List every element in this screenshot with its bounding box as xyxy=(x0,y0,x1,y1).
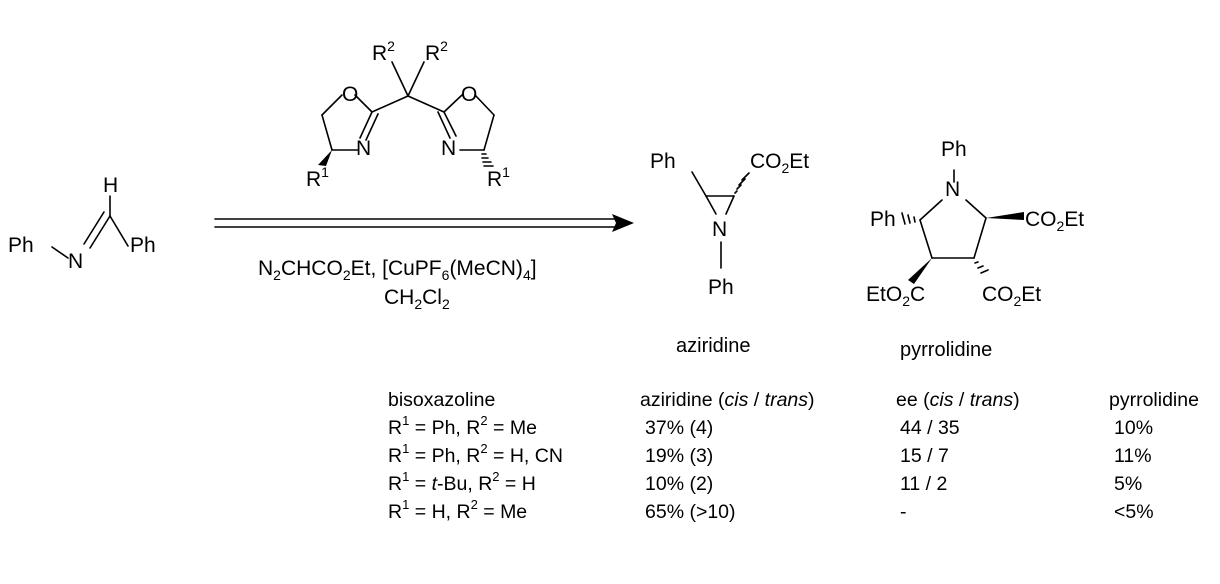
aziridine-hash xyxy=(738,178,746,186)
imine-bond-c-ph xyxy=(109,215,129,247)
pyrrolidine-ph-top: Ph xyxy=(941,138,967,161)
ligand-left-n-c2-b xyxy=(365,113,379,141)
pyrrolidine-ester-left: EtO2C xyxy=(866,283,925,309)
ligand-left-ch2-c4 xyxy=(321,114,333,151)
aziridine-bond-ph-c xyxy=(691,171,707,197)
cell-pyrrolidine: 11% xyxy=(1114,445,1152,467)
cell-ligand: R1 = H, R2 = Me xyxy=(388,496,528,524)
pyrrolidine-bond-c5-c4 xyxy=(973,217,987,259)
imine-ph-right: Ph xyxy=(130,234,156,257)
ligand-right-o-ch2 xyxy=(474,94,495,116)
pyrrolidine-ester-bottom: CO2Et xyxy=(982,283,1041,309)
header-ee: ee (cis / trans) xyxy=(896,389,1020,411)
pyrrolidine-bond-c2-c3 xyxy=(919,219,933,259)
aziridine-n: N xyxy=(712,218,727,241)
cell-ligand: R1 = Ph, R2 = Me xyxy=(388,412,537,440)
ligand-left-n-c2-a xyxy=(359,111,373,139)
cell-ee: 44 / 35 xyxy=(900,417,960,439)
ligand-left-c2-o xyxy=(354,94,373,113)
ligand-left-o-ch2 xyxy=(321,94,343,116)
ligand-right-bridge-c2 xyxy=(407,95,445,113)
reaction-scheme: Ph N H Ph R2 R2 O O N N R1 R1 N2CHCO2Et,… xyxy=(8,38,1084,361)
ligand-bridge-r2-right xyxy=(407,61,425,97)
pyrrolidine-bond-n-c5 xyxy=(965,199,987,219)
ligand-left-wedge xyxy=(318,150,332,166)
ligand-r1-right: R1 xyxy=(487,164,510,191)
imine-bond-c-n-b xyxy=(83,211,105,245)
pyrrolidine-hash-ester xyxy=(977,265,984,269)
pyrrolidine-wedge-ester-left xyxy=(908,258,932,284)
ligand-r1-left: R1 xyxy=(306,164,329,191)
header-pyrrolidine: pyrrolidine xyxy=(1109,389,1199,411)
imine-bond-ph-n xyxy=(51,246,69,259)
pyrrolidine-hash-ph xyxy=(913,216,916,223)
reaction-arrow-head xyxy=(612,214,634,232)
pyrrolidine-hash-ester xyxy=(974,261,979,264)
header-aziridine: aziridine (cis / trans) xyxy=(640,389,815,411)
cell-pyrrolidine: 10% xyxy=(1114,417,1154,439)
imine-ph-left: Ph xyxy=(8,234,34,257)
cell-ee: 11 / 2 xyxy=(900,473,948,495)
pyrrolidine-ph-left: Ph xyxy=(870,208,896,231)
cell-pyrrolidine: <5% xyxy=(1114,501,1154,523)
ligand-right-o: O xyxy=(461,83,477,106)
cell-ligand: R1 = Ph, R2 = H, CN xyxy=(388,440,563,468)
cell-ligand: R1 = t-Bu, R2 = H xyxy=(388,468,536,496)
cell-ee: 15 / 7 xyxy=(900,445,949,467)
conditions-reagents: N2CHCO2Et, [CuPF6(MeCN)4] xyxy=(258,257,537,283)
aziridine-hash xyxy=(741,172,750,181)
cell-pyrrolidine: 5% xyxy=(1114,473,1143,495)
pyrrolidine-n: N xyxy=(945,178,960,201)
ligand-left-c2-bridge xyxy=(371,95,409,113)
ligand-right-n-c2-b xyxy=(443,111,457,137)
ligand-r2-right: R2 xyxy=(425,38,448,65)
aziridine-bond-c-n-right xyxy=(725,195,735,215)
cell-ee: - xyxy=(900,501,907,523)
pyrrolidine-ester-right: CO2Et xyxy=(1025,208,1084,234)
pyrrolidine-wedge-ester-right xyxy=(986,212,1024,220)
aziridine-ph-top: Ph xyxy=(650,150,676,173)
ligand-right-c2-o xyxy=(443,94,463,113)
pyrrolidine-bond-n-c2 xyxy=(919,199,943,221)
cell-aziridine: 10% (2) xyxy=(645,473,714,495)
ligand-right-ch2-c4 xyxy=(483,114,495,151)
cell-aziridine: 37% (4) xyxy=(645,417,714,439)
imine-n: N xyxy=(68,250,83,273)
aziridine-hash xyxy=(736,184,742,190)
aziridine-label: aziridine xyxy=(676,335,750,357)
ligand-right-n-c2-a xyxy=(437,111,451,139)
pyrrolidine-label: pyrrolidine xyxy=(900,339,992,361)
ligand-right-n: N xyxy=(441,137,456,160)
ligand-left-n: N xyxy=(356,137,371,160)
ligand-r2-left: R2 xyxy=(372,38,395,65)
pyrrolidine-hash-ph xyxy=(907,214,911,224)
aziridine-ph-bottom: Ph xyxy=(708,276,734,299)
imine-bond-c-n-a xyxy=(89,215,111,249)
cell-aziridine: 19% (3) xyxy=(645,445,714,467)
aziridine-ester: CO2Et xyxy=(750,150,809,176)
pyrrolidine-hash-ph xyxy=(901,212,906,225)
imine-h: H xyxy=(103,174,118,197)
cell-aziridine: 65% (>10) xyxy=(645,501,736,523)
ligand-bridge-r2-left xyxy=(391,61,409,97)
conditions-solvent: CH2Cl2 xyxy=(384,286,450,312)
header-ligand: bisoxazoline xyxy=(388,389,496,411)
aziridine-bond-c-n-left xyxy=(705,195,717,215)
aziridine-hash xyxy=(734,190,738,194)
ligand-left-o: O xyxy=(342,83,358,106)
pyrrolidine-hash-ester xyxy=(980,269,989,274)
